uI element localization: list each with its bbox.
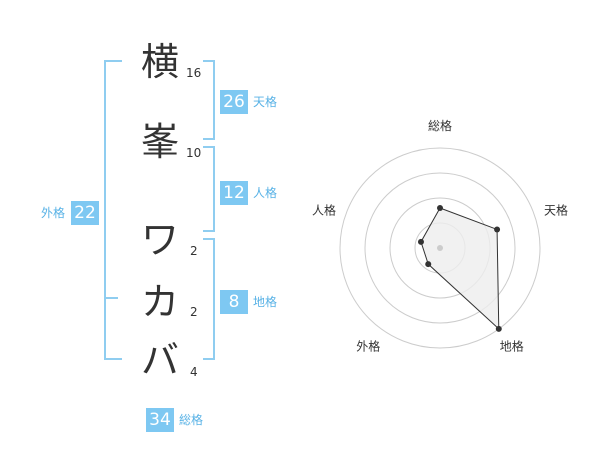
- radar-point-5: [417, 238, 424, 245]
- radar-point-4: [425, 261, 432, 268]
- tenkaku-bracket: [203, 60, 215, 140]
- stroke-count-5: 4: [190, 365, 198, 379]
- radar-polygon: [420, 207, 500, 331]
- radar-ring: [339, 147, 541, 349]
- jinkaku-value: 12: [220, 181, 248, 205]
- soukaku-label: 総格: [179, 413, 204, 427]
- chikaku-value: 8: [220, 290, 248, 314]
- radar-ring: [364, 172, 516, 324]
- name-char-4: カ: [140, 280, 179, 324]
- jinkaku-bracket: [203, 146, 215, 232]
- stroke-count-2: 10: [186, 146, 202, 160]
- radar-point-1: [437, 205, 443, 211]
- radar-axis-label-2: 天格: [544, 202, 568, 217]
- stroke-count-3: 2: [190, 244, 198, 258]
- radar-point-3: [495, 325, 502, 332]
- radar-axis-label-4: 外格: [356, 339, 380, 354]
- name-char-1: 横: [140, 40, 179, 84]
- gaikaku-bracket: [104, 60, 122, 360]
- radar-axis-label-1: 総格: [428, 118, 452, 133]
- gaikaku-value: 22: [71, 201, 99, 225]
- gaikaku-label: 外格: [41, 206, 66, 220]
- name-char-5: バ: [140, 338, 179, 382]
- stroke-count-4: 2: [190, 305, 198, 319]
- name-char-3: ワ: [140, 218, 179, 262]
- jinkaku-label: 人格: [253, 186, 278, 200]
- tenkaku-value: 26: [220, 90, 248, 114]
- name-char-2: 峯: [140, 120, 179, 164]
- chikaku-label: 地格: [253, 295, 278, 309]
- soukaku-value: 34: [146, 408, 174, 432]
- gaikaku-bracket-divider: [104, 297, 118, 299]
- tenkaku-label: 天格: [253, 95, 278, 109]
- radar-axis-label-3: 地格: [500, 339, 524, 354]
- radar-point-2: [494, 226, 501, 233]
- radar-axis-label-5: 人格: [312, 202, 336, 217]
- radar-center: [437, 245, 443, 251]
- stroke-count-1: 16: [186, 66, 202, 80]
- chikaku-bracket: [203, 238, 215, 360]
